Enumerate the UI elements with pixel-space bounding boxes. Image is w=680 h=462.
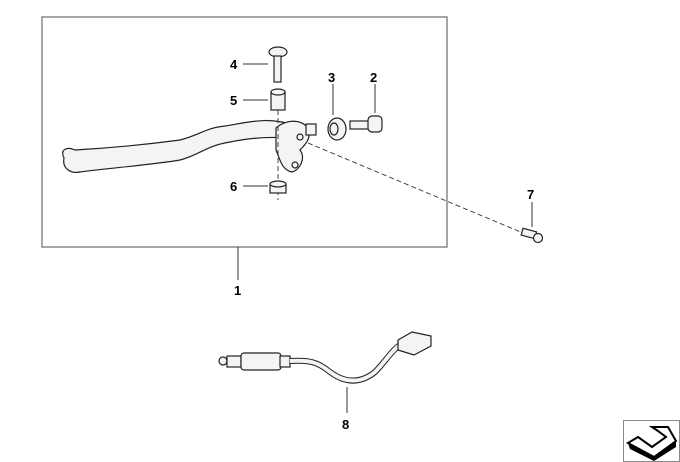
part-6-nut[interactable] [269, 180, 287, 194]
callout-6[interactable]: 6 [230, 179, 237, 194]
part-7-screw[interactable] [520, 227, 544, 244]
callout-4[interactable]: 4 [230, 57, 238, 72]
callout-1[interactable]: 1 [234, 283, 241, 298]
part-3-adjuster-nut[interactable] [305, 117, 347, 141]
assembly-frame [41, 16, 448, 248]
callout-3[interactable]: 3 [328, 70, 335, 85]
part-5-bushing[interactable] [270, 88, 286, 111]
arrow-navigate-icon [625, 426, 678, 461]
clutch-lever[interactable] [62, 119, 310, 173]
callout-8[interactable]: 8 [342, 417, 349, 432]
part-8-clutch-switch[interactable] [218, 331, 432, 384]
callout-5[interactable]: 5 [230, 93, 237, 108]
callout-2[interactable]: 2 [370, 70, 377, 85]
navigation-button[interactable] [623, 420, 680, 462]
callout-7[interactable]: 7 [527, 187, 534, 202]
part-4-screw[interactable] [268, 46, 288, 83]
part-2-adjuster-screw[interactable] [349, 115, 383, 133]
